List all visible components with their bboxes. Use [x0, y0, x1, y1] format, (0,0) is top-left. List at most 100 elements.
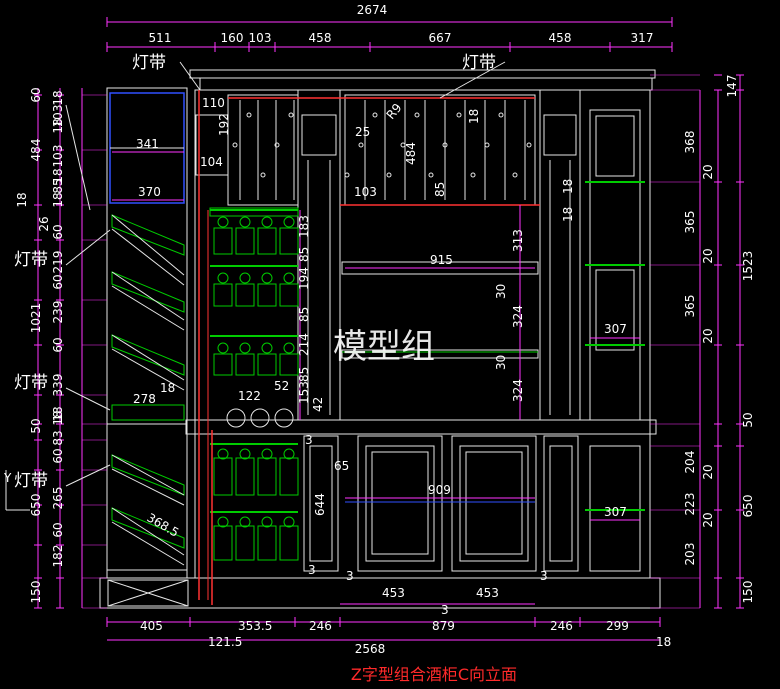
dim-65: 65 — [334, 459, 349, 473]
dim-left-9: 18 — [15, 192, 29, 207]
dim-left-19: 50 — [29, 418, 43, 433]
dim-left-25: 60 — [51, 522, 65, 537]
rack-diagonal — [111, 228, 185, 286]
label-light-strip-top-right: 灯带 — [462, 53, 496, 73]
dim-right-8: 50 — [741, 412, 755, 427]
dim-909: 909 — [428, 483, 451, 497]
dim-122: 122 — [238, 389, 261, 403]
dim-right-7: 20 — [701, 328, 715, 343]
dim-278: 278 — [133, 392, 156, 406]
stem-glass-mark — [498, 112, 504, 118]
dim-right-5: 20 — [701, 248, 715, 263]
dim-left-6: 18 — [51, 168, 65, 183]
slanted-wine-rack — [111, 214, 185, 256]
bottle-neck — [261, 272, 273, 284]
pilaster-column — [539, 89, 581, 421]
dim-324-b: 324 — [511, 379, 525, 402]
stem-glass-mark — [246, 112, 252, 118]
dim-left-4: 484 — [29, 139, 43, 162]
dim-left-22: 60 — [51, 448, 65, 463]
watermark: 模型组 — [333, 327, 435, 367]
dim-right-12: 223 — [683, 493, 697, 516]
side-door-left-inner — [309, 445, 333, 562]
dim-left-0: 60 — [29, 87, 43, 102]
dim-left-21: 83 — [51, 430, 65, 445]
dim-341: 341 — [136, 137, 159, 151]
dim-right-0: 147 — [725, 75, 739, 98]
dim-left-8: 85 — [51, 178, 65, 193]
leader-line — [65, 229, 111, 266]
center-shelf-1 — [341, 261, 539, 275]
bottle-slot — [279, 227, 299, 255]
dim-368-5: 368.5 — [145, 510, 182, 539]
stem-glass-mark — [274, 142, 280, 148]
dim-top-103: 103 — [249, 31, 272, 45]
dim-307-a: 307 — [604, 322, 627, 336]
stem-glass-mark — [260, 172, 266, 178]
bottle-slot — [213, 227, 233, 255]
dim-30-b: 30 — [494, 355, 508, 370]
label-light-strip-left-1: 灯带 — [14, 250, 48, 270]
plinth-left-box — [107, 579, 189, 607]
top-crown-molding — [189, 69, 656, 79]
dim-3-d: 3 — [540, 569, 548, 583]
dim-370: 370 — [138, 185, 161, 199]
dim-3-c: 3 — [346, 569, 354, 583]
dim-left-14: 1021 — [29, 303, 43, 334]
stem-glass-mark — [484, 142, 490, 148]
mid-counter — [185, 419, 657, 435]
dim-left-17: 339 — [51, 374, 65, 397]
dim-gap: 3 — [441, 603, 449, 617]
bottle-neck — [217, 272, 229, 284]
label-axis-y: Y — [3, 471, 12, 485]
dim-left-13: 60 — [51, 274, 65, 289]
label-light-strip-top-left: 灯带 — [132, 53, 166, 73]
dim-left-1: 18 — [51, 90, 65, 105]
side-door-right-inner — [549, 445, 573, 562]
rack-top-bar — [209, 207, 299, 217]
rack-diagonal — [111, 285, 185, 331]
dim-right-11: 650 — [741, 495, 755, 518]
bottle-neck — [217, 448, 229, 460]
dim-right-1: 368 — [683, 131, 697, 154]
dim-18-d: 18 — [160, 381, 175, 395]
dim-110: 110 — [202, 96, 225, 110]
dim-left-11: 60 — [51, 224, 65, 239]
bottle-end-circle — [226, 408, 246, 428]
left-cabinet-outline — [106, 87, 188, 579]
bottle-slot — [279, 525, 299, 561]
dim-214: 214 — [297, 333, 311, 356]
dim-484: 484 — [404, 142, 418, 165]
stem-glass-mark — [512, 172, 518, 178]
slanted-wine-rack — [111, 334, 185, 376]
dim-left-27: 150 — [29, 581, 43, 604]
rack-diagonal — [111, 454, 185, 496]
bottle-end-circle — [274, 408, 294, 428]
bottle-slot — [257, 283, 277, 307]
dim-top-458a: 458 — [309, 31, 332, 45]
dim-194: 194 — [297, 267, 311, 290]
dim-left-7: 18 — [51, 192, 65, 207]
stem-glass-mark — [400, 142, 406, 148]
door-left-inner — [365, 445, 435, 562]
bottle-neck — [261, 448, 273, 460]
stem-glass-mark — [414, 112, 420, 118]
dim-top-667: 667 — [429, 31, 452, 45]
bottle-slot — [235, 283, 255, 307]
dim-left-26: 182 — [51, 545, 65, 568]
bottle-slot — [213, 353, 233, 376]
stem-glass-mark — [372, 112, 378, 118]
label-light-strip-left-2: 灯带 — [14, 373, 48, 393]
dim-bottom-879: 879 — [432, 619, 455, 633]
bottle-neck — [283, 448, 295, 460]
bottle-neck — [239, 342, 251, 354]
dim-915: 915 — [430, 253, 453, 267]
dim-30-a: 30 — [494, 284, 508, 299]
right-panel-1 — [595, 115, 635, 177]
stem-glass-mark — [470, 172, 476, 178]
bottle-slot — [257, 525, 277, 561]
dim-104: 104 — [200, 155, 223, 169]
dim-85-d: 85 — [297, 367, 311, 382]
dim-644: 644 — [313, 493, 327, 516]
